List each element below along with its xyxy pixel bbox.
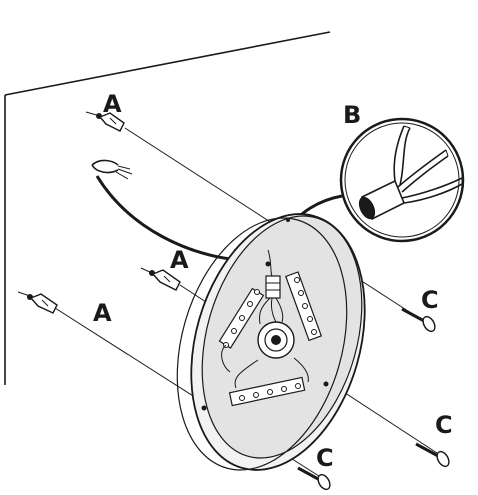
screw-top: [401, 307, 436, 333]
mains-cable: [91, 159, 133, 180]
wall: [4, 31, 331, 385]
wire-detail-callout: [339, 117, 465, 243]
screw-right: [415, 442, 450, 468]
label-screw-right: C: [435, 411, 453, 439]
mounting-plate: [176, 213, 366, 471]
label-wire-detail: B: [343, 101, 361, 129]
label-screw-top: C: [421, 286, 439, 314]
wall-anchor-top: [85, 111, 125, 132]
wall-anchor-middle: [140, 267, 181, 291]
screw-bottom: [297, 466, 331, 491]
label-anchor-top: A: [103, 90, 122, 118]
label-anchor-middle: A: [170, 246, 189, 274]
label-anchor-bottom: A: [93, 299, 112, 327]
label-screw-bottom: C: [316, 444, 334, 472]
wall-anchor-bottom: [17, 291, 58, 314]
